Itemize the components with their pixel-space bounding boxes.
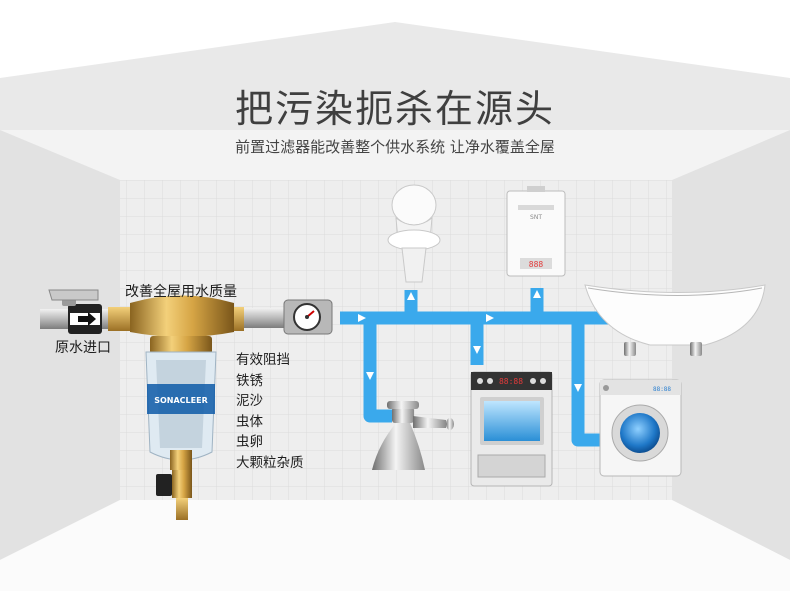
outlet-pipe [230, 308, 290, 328]
filter-brand: SONACLEER [154, 396, 208, 405]
brass-fitting-left [108, 307, 133, 331]
left-wall [0, 130, 120, 560]
oven [470, 371, 553, 487]
flow-arrows [358, 290, 582, 392]
headline: 把污染扼杀在源头 [234, 87, 555, 131]
bathtub [584, 284, 766, 356]
flow-arrow-icon [533, 290, 541, 298]
floor [0, 500, 790, 591]
faucet [372, 401, 454, 470]
filter-targets-heading: 有效阻挡 [236, 352, 290, 368]
water-meter [283, 299, 333, 335]
filter-target-item: 铁锈 [236, 372, 263, 389]
filter-target-item: 虫卵 [236, 434, 263, 450]
inlet-label: 原水进口 [55, 340, 111, 356]
flow-arrow-icon [574, 384, 582, 392]
washing-machine [599, 379, 682, 477]
filter-target-item: 虫体 [236, 413, 263, 430]
filter-targets: 有效阻挡 铁锈 泥沙 虫体 虫卵 大颗粒杂质 [236, 350, 304, 473]
pre-filter [130, 295, 234, 520]
heater-brand: SNT [530, 214, 542, 221]
flow-arrow-icon [358, 314, 366, 322]
water-heater [506, 186, 566, 277]
ceiling [0, 22, 790, 130]
heater-display: 888 [529, 260, 544, 269]
oven-display: 88:88 [499, 377, 523, 386]
right-wall [672, 130, 790, 560]
washer-display: 88:88 [653, 386, 671, 393]
toilet [387, 184, 441, 283]
faucet-pipe [363, 318, 392, 423]
subline: 前置过滤器能改善整个供水系统 让净水覆盖全屋 [235, 138, 555, 156]
quality-label: 改善全屋用水质量 [125, 284, 237, 300]
filter-target-item: 泥沙 [236, 393, 263, 409]
flow-arrow-icon [407, 292, 415, 300]
flow-arrow-icon [486, 314, 494, 322]
flow-arrow-icon [366, 372, 374, 380]
inlet-arrow-icon [78, 312, 96, 326]
washer-pipe [571, 318, 602, 447]
filter-target-item: 大颗粒杂质 [236, 454, 304, 471]
flow-arrow-icon [473, 346, 481, 354]
